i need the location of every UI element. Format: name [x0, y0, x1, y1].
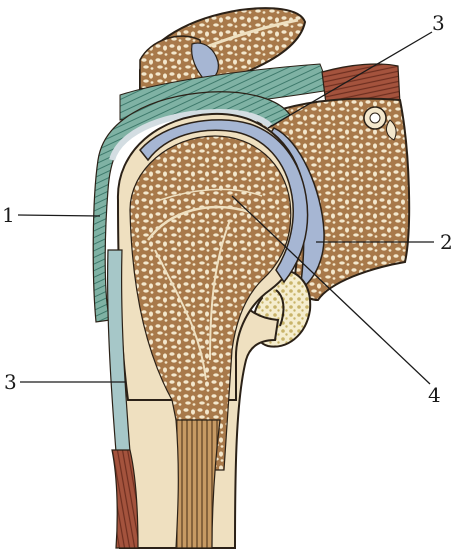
muscle-fragment-bottom	[111, 449, 139, 549]
medullary-canal	[175, 419, 221, 549]
label-4: 4	[428, 383, 441, 407]
label-2: 2	[440, 230, 453, 254]
label-1: 1	[2, 203, 15, 227]
leader-3-top	[267, 31, 433, 129]
joint-capsule	[92, 91, 291, 323]
label-3-bottom: 3	[4, 370, 17, 394]
leader-lines	[17, 31, 434, 385]
leader-1	[17, 214, 101, 217]
leader-4	[231, 195, 431, 385]
spongy-bone	[129, 135, 292, 471]
label-3-top: 3	[432, 11, 445, 35]
humeral-head-cartilage	[139, 119, 309, 284]
